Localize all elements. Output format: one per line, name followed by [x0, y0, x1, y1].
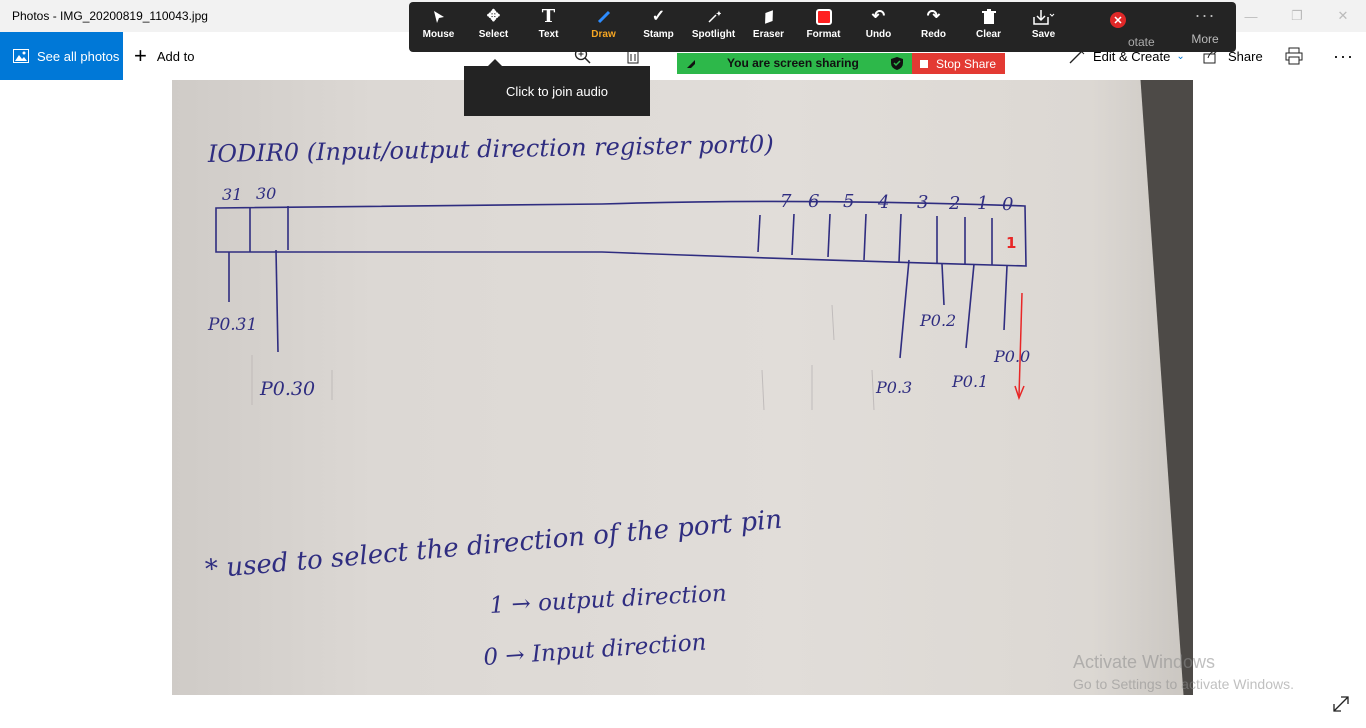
pin-p01-label: P0.1	[951, 372, 988, 391]
minimize-button[interactable]: —	[1244, 8, 1258, 24]
share-label: Share	[1228, 48, 1263, 64]
magic-wand-icon: ✦	[707, 7, 721, 27]
tool-eraser-label: Eraser	[752, 29, 785, 40]
svg-text:✦: ✦	[716, 10, 721, 18]
see-more-button[interactable]: ···	[1333, 32, 1354, 80]
tool-undo-label: Undo	[865, 29, 892, 40]
mouse-pointer-icon	[433, 7, 445, 27]
tool-mouse-label: Mouse	[422, 29, 455, 40]
stop-share-button[interactable]: Stop Share	[912, 53, 1005, 74]
bit-1-label: 1	[977, 193, 988, 214]
move-arrows-icon: ✥	[486, 8, 501, 25]
stop-share-label: Stop Share	[936, 56, 997, 71]
tool-redo[interactable]: ↷ Redo	[906, 2, 961, 46]
tool-text-label: Text	[538, 29, 559, 40]
bit-6-label: 6	[808, 191, 819, 212]
ellipsis-icon: ···	[1333, 45, 1354, 66]
eraser-icon	[761, 7, 777, 27]
activate-windows-subtitle: Go to Settings to activate Windows.	[1073, 676, 1294, 692]
window-controls: — ❐ ✕	[1228, 0, 1366, 32]
tool-spotlight[interactable]: ✦ Spotlight	[686, 2, 741, 46]
activate-windows-title: Activate Windows	[1073, 652, 1216, 672]
pin-p03-label: P0.3	[875, 378, 912, 397]
notebook-photo: IODIR0 (Input/output direction register …	[172, 80, 1193, 695]
screen-sharing-text: You are screen sharing	[727, 56, 859, 70]
bit-value-one: 1	[1006, 234, 1016, 252]
join-audio-tooltip: Click to join audio	[464, 59, 650, 116]
plus-icon: +	[134, 43, 147, 68]
color-swatch-icon	[815, 7, 832, 27]
annotation-tools: Mouse ✥ Select T Text Draw ✓ Stamp ✦ Spo…	[411, 2, 1111, 46]
bit-30-label: 30	[256, 184, 276, 203]
window-title: Photos - IMG_20200819_110043.jpg	[12, 9, 208, 23]
more-dots-icon: ···	[1194, 5, 1216, 25]
pin-p02-label: P0.2	[919, 311, 956, 330]
tool-spotlight-label: Spotlight	[691, 29, 736, 40]
screen-sharing-banner[interactable]: You are screen sharing	[677, 53, 912, 74]
tool-draw-label: Draw	[591, 29, 616, 40]
add-to-button[interactable]: + Add to	[134, 32, 194, 80]
print-button[interactable]	[1285, 32, 1303, 80]
activate-windows-watermark: Activate Windows Go to Settings to activ…	[1073, 652, 1294, 692]
bit-0-label: 0	[1002, 194, 1013, 215]
tool-save[interactable]: Save	[1016, 2, 1071, 46]
stop-square-icon	[920, 59, 928, 68]
tool-stamp[interactable]: ✓ Stamp	[631, 2, 686, 46]
maximize-button[interactable]: ❐	[1291, 8, 1303, 23]
input-direction-line: 0 → Input direction	[483, 629, 708, 671]
tool-draw[interactable]: Draw	[576, 2, 631, 46]
expand-icon[interactable]	[1331, 694, 1351, 714]
tool-format-label: Format	[806, 29, 841, 40]
tool-mouse[interactable]: Mouse	[411, 2, 466, 46]
tool-text[interactable]: T Text	[521, 2, 576, 46]
tool-stamp-label: Stamp	[643, 29, 674, 40]
close-window-button[interactable]: ✕	[1337, 8, 1349, 23]
tool-clear[interactable]: Clear	[961, 2, 1016, 46]
undo-icon: ↶	[871, 8, 886, 25]
bit-2-label: 2	[948, 193, 960, 214]
note-line: * used to select the direction of the po…	[204, 505, 783, 585]
bit-7-label: 7	[780, 191, 792, 212]
pin-p00-label: P0.0	[993, 347, 1030, 366]
output-direction-line: 1 → output direction	[489, 581, 727, 619]
bit-3-label: 3	[917, 192, 928, 213]
tool-select-label: Select	[478, 29, 509, 40]
add-to-label: Add to	[156, 48, 195, 64]
tool-format[interactable]: Format	[796, 2, 851, 46]
checkmark-icon: ✓	[651, 8, 666, 25]
note-heading: IODIR0 (Input/output direction register …	[207, 130, 774, 168]
tool-save-label: Save	[1031, 29, 1056, 40]
tool-eraser[interactable]: Eraser	[741, 2, 796, 46]
more-button[interactable]: ··· More	[1180, 6, 1230, 50]
bit-5-label: 5	[843, 191, 854, 212]
bit-4-label: 4	[877, 192, 889, 213]
close-annotation-icon[interactable]: ✕	[1110, 12, 1126, 28]
join-audio-tooltip-text: Click to join audio	[506, 83, 608, 99]
pin-p031-label: P0.31	[207, 315, 257, 335]
drag-handle-icon	[687, 60, 695, 68]
save-download-icon	[1032, 7, 1055, 27]
print-icon	[1285, 47, 1303, 65]
more-label: More	[1191, 32, 1219, 46]
chevron-down-icon: ⌄	[1176, 50, 1185, 62]
redo-icon: ↷	[926, 8, 941, 25]
bit-31-label: 31	[222, 185, 242, 204]
shield-check-icon	[891, 57, 903, 70]
tool-redo-label: Redo	[921, 29, 946, 40]
pen-icon	[597, 7, 611, 27]
trash-icon	[981, 7, 996, 27]
tool-undo[interactable]: ↶ Undo	[851, 2, 906, 46]
text-icon: T	[541, 6, 556, 27]
tool-select[interactable]: ✥ Select	[466, 2, 521, 46]
photos-icon	[13, 49, 29, 63]
edit-create-label: Edit & Create	[1093, 48, 1171, 64]
pin-p030-label: P0.30	[259, 378, 315, 400]
see-all-photos-button[interactable]: See all photos	[0, 32, 123, 80]
rotate-button-partial[interactable]: otate	[1128, 35, 1155, 49]
see-all-photos-label: See all photos	[37, 48, 120, 64]
tool-clear-label: Clear	[975, 29, 1001, 40]
handwritten-notes: IODIR0 (Input/output direction register …	[204, 130, 1030, 671]
